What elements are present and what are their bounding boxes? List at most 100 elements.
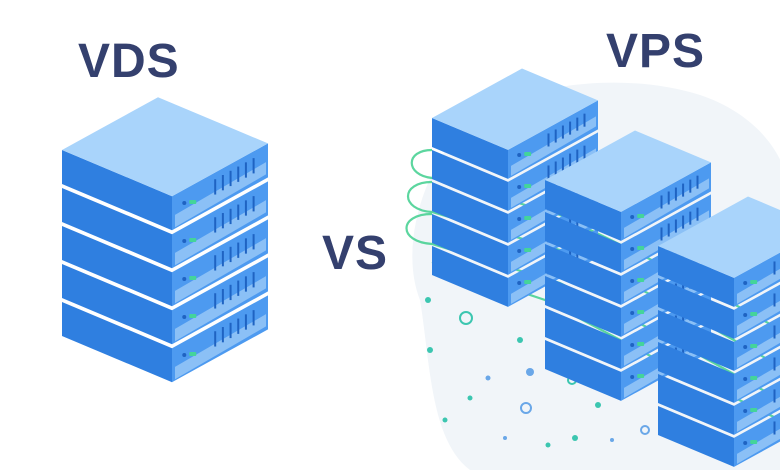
dot-ring <box>459 311 473 325</box>
server-side-face <box>658 406 734 467</box>
server-side-face <box>545 276 621 337</box>
server-indicator <box>630 247 635 252</box>
server-indicator <box>517 185 522 190</box>
dot <box>517 337 523 343</box>
server-side-face <box>432 150 508 211</box>
server-unit <box>658 342 780 403</box>
server-led <box>524 184 532 189</box>
server-panel-strip <box>737 364 780 400</box>
server-panel-strip <box>175 314 266 380</box>
server-unit <box>658 406 780 467</box>
server-side-face <box>62 302 172 383</box>
server-panel-strip <box>624 210 709 270</box>
server-unit <box>658 278 780 339</box>
server-indicator <box>182 276 187 281</box>
server-panel-strip <box>737 268 780 304</box>
server-panel-strip <box>737 396 780 432</box>
dot <box>427 347 433 353</box>
server-indicator <box>630 343 635 348</box>
server-indicator <box>517 217 522 222</box>
server-indicator <box>182 238 187 243</box>
vds-label: VDS <box>78 35 180 88</box>
vps-label: VPS <box>606 25 706 78</box>
server-unit <box>545 130 711 241</box>
dot <box>425 297 431 303</box>
server-panel-strip <box>511 116 596 176</box>
server-led <box>637 374 645 379</box>
server-side-face <box>62 188 172 269</box>
server-led <box>750 344 758 349</box>
vds-server-stack-icon <box>62 97 268 383</box>
dot-ring <box>640 425 650 435</box>
server-led <box>750 376 758 381</box>
server-led <box>637 246 645 251</box>
server-side-face <box>62 226 172 307</box>
server-unit <box>62 257 268 345</box>
server-panel-strip <box>624 178 709 238</box>
server-led <box>637 214 645 219</box>
server-led <box>524 248 532 253</box>
server-side-face <box>432 118 508 179</box>
server-side-face <box>545 180 621 241</box>
server-panel-strip <box>175 162 266 228</box>
server-led <box>637 342 645 347</box>
server-panel-strip <box>175 238 266 304</box>
server-unit <box>62 219 268 307</box>
server-indicator <box>517 281 522 286</box>
server-indicator <box>743 345 748 350</box>
server-side-face <box>432 214 508 275</box>
server-unit <box>658 374 780 435</box>
server-top-face <box>545 130 711 212</box>
vps-server-cluster-icon <box>432 68 780 467</box>
server-led <box>750 408 758 413</box>
server-indicator <box>182 314 187 319</box>
server-side-face <box>658 310 734 371</box>
server-indicator <box>517 249 522 254</box>
server-indicator <box>630 215 635 220</box>
server-indicator <box>630 311 635 316</box>
dot <box>467 395 473 401</box>
dot-ring <box>520 402 532 414</box>
server-indicator <box>517 153 522 158</box>
server-unit <box>62 97 268 231</box>
dot <box>526 368 534 376</box>
server-unit <box>432 68 598 179</box>
server-indicator <box>743 441 748 446</box>
server-indicator <box>630 279 635 284</box>
server-led <box>637 278 645 283</box>
dot <box>595 402 601 408</box>
server-indicator <box>182 352 187 357</box>
server-led <box>189 237 197 242</box>
server-led <box>750 440 758 445</box>
server-side-face <box>658 278 734 339</box>
server-side-face <box>62 150 172 231</box>
server-indicator <box>743 409 748 414</box>
server-unit <box>658 196 780 307</box>
server-unit <box>62 181 268 269</box>
dot <box>485 375 491 381</box>
dot <box>503 436 507 440</box>
server-led <box>524 216 532 221</box>
server-panel-strip <box>737 332 780 368</box>
server-led <box>189 313 197 318</box>
server-unit <box>545 194 711 273</box>
server-panel-strip <box>175 200 266 266</box>
server-indicator <box>743 313 748 318</box>
server-top-face <box>658 196 780 278</box>
server-side-face <box>545 212 621 273</box>
dot <box>545 442 551 448</box>
server-unit <box>658 310 780 371</box>
dot <box>572 435 578 441</box>
server-led <box>189 199 197 204</box>
server-panel-strip <box>737 428 780 464</box>
server-led <box>189 275 197 280</box>
server-led <box>524 280 532 285</box>
server-top-face <box>62 97 268 197</box>
server-panel-strip <box>737 300 780 336</box>
server-led <box>750 280 758 285</box>
server-panel-strip <box>175 276 266 342</box>
particle-dots <box>425 297 650 448</box>
server-indicator <box>630 375 635 380</box>
